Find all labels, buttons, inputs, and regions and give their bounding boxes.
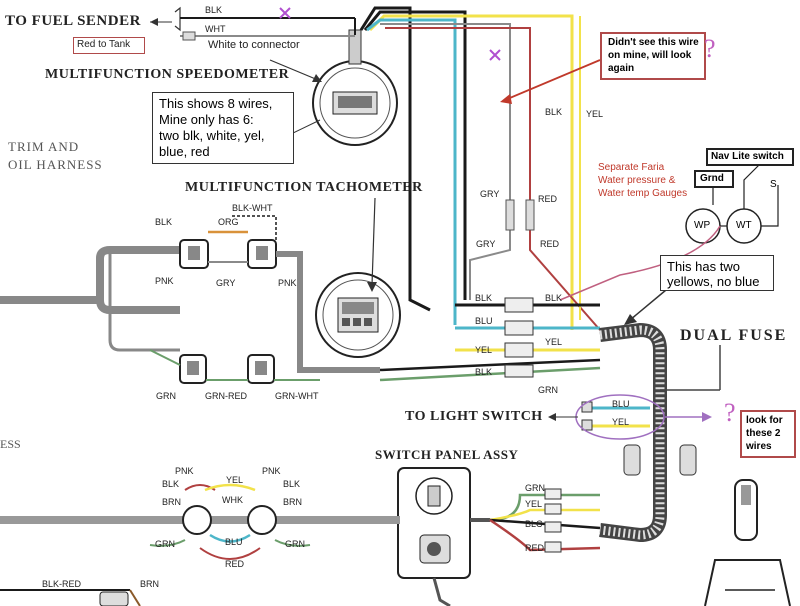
eight-wires-line-2: Mine only has 6: — [159, 112, 254, 127]
didnt-see-note: Didn't see this wire on mine, will look … — [600, 32, 706, 80]
light-switch-title: TO LIGHT SWITCH — [405, 409, 543, 424]
didnt-see-line-2: on mine, will look — [608, 50, 692, 61]
wire-yel-sw: YEL — [525, 499, 543, 509]
white-to-connector-label: White to connector — [208, 39, 300, 51]
wire-yel-vertical: YEL — [586, 109, 604, 119]
wire-org: ORG — [218, 217, 239, 227]
look-for-note: look for these 2 wires — [740, 410, 796, 458]
throttle-control — [704, 479, 791, 606]
speedometer-gauge — [312, 29, 398, 146]
wire-wht-top: WHT — [205, 24, 226, 34]
wire-gry-mid: GRY — [216, 278, 236, 288]
wire-blk-fuse: BLK — [475, 293, 493, 303]
faria-line-2: Water pressure & — [598, 175, 676, 186]
two-yellows-line-1: This has two — [667, 259, 740, 274]
wire-blu-b: BLU — [225, 537, 243, 547]
wire-blk-wht: BLK-WHT — [232, 203, 273, 213]
fuse-connectors — [379, 297, 601, 382]
wire-gry-2: GRY — [476, 239, 496, 249]
faria-line-3: Water temp Gauges — [598, 188, 688, 199]
wire-pnk-left: PNK — [155, 276, 174, 286]
wire-red-b: RED — [225, 559, 245, 569]
eight-wires-note: This shows 8 wires, Mine only has 6: two… — [152, 92, 294, 164]
wire-blk-fuse-r: BLK — [545, 293, 563, 303]
wire-blk-vertical: BLK — [545, 107, 563, 117]
wire-brn-b2: BRN — [283, 497, 303, 507]
two-yellows-line-2: yellows, no blue — [667, 274, 760, 289]
fuel-sender-title: TO FUEL SENDER — [5, 13, 141, 29]
grnd-label: Grnd — [700, 173, 724, 184]
question-mark-bottom: ? — [724, 398, 736, 427]
eight-wires-line-4: blue, red — [159, 144, 210, 159]
wire-pnk-mid: PNK — [278, 278, 297, 288]
speedometer-title: MULTIFUNCTION SPEEDOMETER — [45, 67, 290, 82]
ess-label: ESS — [0, 437, 21, 451]
question-mark-top: ? — [704, 34, 716, 63]
faria-line-1: Separate Faria — [598, 162, 665, 173]
wire-gry-1: GRY — [480, 189, 500, 199]
wire-red-sw: RED — [525, 543, 545, 553]
wire-blk-b2: BLK — [283, 479, 301, 489]
look-for-line-3: wires — [746, 441, 772, 452]
tachometer-title: MULTIFUNCTION TACHOMETER — [185, 180, 423, 195]
trim-oil-title-1: TRIM AND — [8, 139, 80, 154]
wire-blk-red: BLK-RED — [42, 579, 82, 589]
trim-oil-plugs — [0, 215, 380, 384]
dual-fuse-harness — [599, 322, 721, 543]
switch-panel-title: SWITCH PANEL ASSY — [375, 447, 519, 462]
look-for-line-2: these 2 — [746, 428, 781, 439]
x-marks — [242, 7, 501, 159]
grnd-box: Grnd — [694, 170, 734, 188]
wire-blk-left: BLK — [155, 217, 173, 227]
wire-grn-b2: GRN — [285, 539, 305, 549]
trim-oil-title-2: OIL HARNESS — [8, 157, 103, 172]
wt-label: WT — [736, 220, 752, 231]
wire-blc-sw: BLC — [525, 519, 543, 529]
nav-lite-box: Nav Lite switch — [706, 148, 794, 166]
s-label: S — [770, 179, 777, 190]
red-to-tank-label: Red to Tank — [77, 39, 131, 50]
eight-wires-line-1: This shows 8 wires, — [159, 96, 273, 111]
wire-grn-wht: GRN-WHT — [275, 391, 319, 401]
wire-whk-b: WHK — [222, 495, 243, 505]
annotation-arrows — [261, 59, 667, 325]
wire-yel-fuse: YEL — [475, 345, 493, 355]
wire-blk-b1: BLK — [162, 479, 180, 489]
wire-grn-left: GRN — [156, 391, 176, 401]
wire-red-2: RED — [540, 239, 560, 249]
wire-yel-fuse-r: YEL — [545, 337, 563, 347]
light-switch-wires — [548, 394, 712, 440]
wire-brn-b1: BRN — [162, 497, 182, 507]
nav-lite-label: Nav Lite switch — [711, 151, 784, 162]
wire-blk-fuse2: BLK — [475, 367, 493, 377]
look-for-line-1: look for — [746, 415, 783, 426]
wire-grn-red: GRN-RED — [205, 391, 247, 401]
didnt-see-line-1: Didn't see this wire — [608, 37, 699, 48]
wire-grn-sw: GRN — [525, 483, 545, 493]
didnt-see-line-3: again — [608, 63, 635, 74]
wire-blu-fuse: BLU — [475, 316, 493, 326]
fuel-sender-wires — [150, 6, 356, 41]
wire-grn-b1: GRN — [155, 539, 175, 549]
dual-fuse-title: DUAL FUSE — [680, 327, 788, 344]
wp-label: WP — [694, 220, 711, 231]
wire-yel-light: YEL — [612, 417, 630, 427]
wire-pnk-b2: PNK — [262, 466, 281, 476]
wire-pnk-b1: PNK — [175, 466, 194, 476]
eight-wires-line-3: two blk, white, yel, — [159, 128, 265, 143]
switch-panel — [397, 467, 601, 606]
wire-blk-top: BLK — [205, 5, 223, 15]
red-to-tank-box: Red to Tank — [73, 37, 145, 54]
wire-grn-fuse: GRN — [538, 385, 558, 395]
wire-brn-bottom: BRN — [140, 579, 160, 589]
wire-yel-b: YEL — [226, 475, 244, 485]
speedo-harness — [359, 6, 601, 331]
bottom-harness — [0, 483, 400, 606]
two-yellows-note: This has two yellows, no blue — [660, 255, 774, 291]
wire-blu-light: BLU — [612, 399, 630, 409]
wire-red-1: RED — [538, 194, 558, 204]
tachometer-gauge — [315, 272, 401, 358]
